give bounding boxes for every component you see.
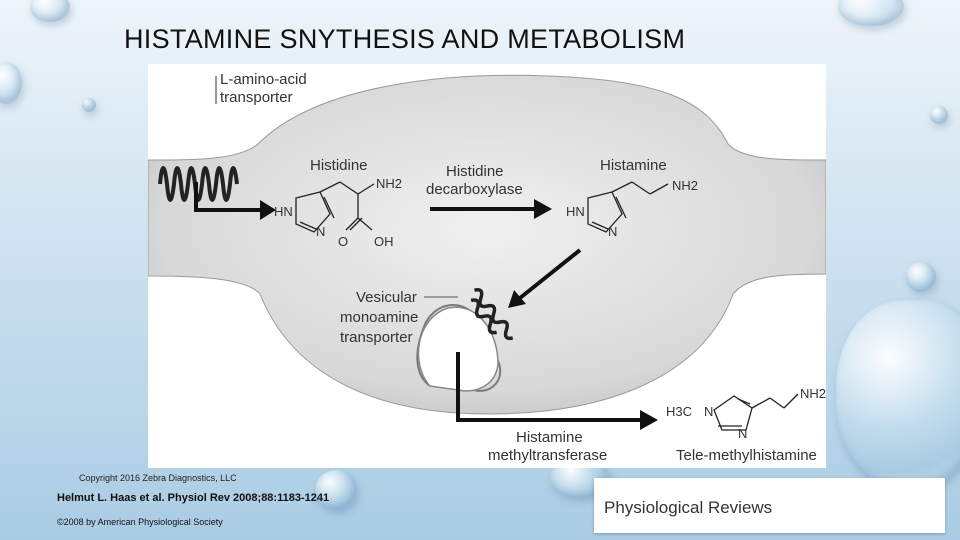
histamine-structure bbox=[587, 181, 669, 233]
vesicle-uptake-arrow bbox=[518, 248, 582, 300]
methyltransferase-arrowhead bbox=[640, 410, 658, 430]
water-drop-decoration bbox=[30, 0, 70, 22]
methyltransferase-arrow bbox=[456, 352, 640, 422]
histidine-label: Histidine bbox=[310, 157, 368, 174]
product-label: Tele-methylhistamine bbox=[676, 447, 817, 464]
transporter-label-2: transporter bbox=[220, 89, 293, 106]
water-drop-decoration bbox=[0, 62, 22, 104]
cell-body bbox=[147, 74, 827, 415]
methyltransferase-label-2: methyltransferase bbox=[488, 447, 607, 464]
histidine-structure bbox=[295, 181, 375, 233]
transporter-label-1: L-amino-acid bbox=[220, 71, 307, 88]
journal-logo-text: Physiological Reviews bbox=[604, 498, 773, 517]
water-drop-decoration bbox=[906, 262, 936, 292]
histamine-pathway-diagram: L-amino-acid transporter Histidine Histi… bbox=[147, 64, 827, 468]
histidine-hn: HN bbox=[274, 204, 293, 219]
society-notice: ©2008 by American Physiological Society bbox=[57, 517, 223, 527]
page-title: HISTAMINE SNYTHESIS AND METABOLISM bbox=[124, 24, 686, 54]
methyltransferase-label-1: Histamine bbox=[516, 429, 583, 446]
histamine-n: N bbox=[608, 224, 617, 239]
water-drop-decoration bbox=[315, 470, 357, 510]
amino-acid-transporter-coil bbox=[158, 166, 239, 202]
journal-logo: Physiological Reviews bbox=[594, 478, 945, 533]
product-h3c: H3C bbox=[666, 404, 692, 419]
vmat-label-2: monoamine bbox=[340, 309, 418, 326]
water-drop-decoration bbox=[838, 0, 904, 26]
uptake-arrowhead bbox=[260, 200, 276, 220]
vesicle-uptake-arrowhead bbox=[508, 290, 526, 308]
histidine-o: O bbox=[338, 234, 348, 249]
product-n2: N bbox=[738, 426, 747, 441]
histamine-hn: HN bbox=[566, 204, 585, 219]
water-drop-decoration bbox=[836, 300, 960, 490]
histamine-nh2: NH2 bbox=[672, 178, 698, 193]
decarboxylase-label-2: decarboxylase bbox=[426, 181, 523, 198]
copyright-notice: Copyright 2016 Zebra Diagnostics, LLC bbox=[79, 473, 237, 483]
histidine-oh: OH bbox=[374, 234, 394, 249]
histamine-label: Histamine bbox=[600, 157, 667, 174]
decarboxylase-label-1: Histidine bbox=[446, 163, 504, 180]
histidine-nh2: NH2 bbox=[376, 176, 402, 191]
product-nh2: NH2 bbox=[800, 386, 826, 401]
vmat-label-3: transporter bbox=[340, 329, 413, 346]
tele-methylhistamine-structure bbox=[713, 393, 799, 431]
vmat-label-1: Vesicular bbox=[356, 289, 417, 306]
decarboxylase-arrowhead bbox=[534, 199, 552, 219]
uptake-arrow bbox=[194, 182, 260, 212]
vmat-coil bbox=[470, 288, 514, 341]
product-n1: N bbox=[704, 404, 713, 419]
water-drop-decoration bbox=[930, 106, 948, 124]
citation-text: Helmut L. Haas et al. Physiol Rev 2008;8… bbox=[57, 492, 330, 504]
histidine-n: N bbox=[316, 224, 325, 239]
water-drop-decoration bbox=[82, 98, 96, 112]
diagram-svg: L-amino-acid transporter Histidine Histi… bbox=[147, 71, 827, 464]
